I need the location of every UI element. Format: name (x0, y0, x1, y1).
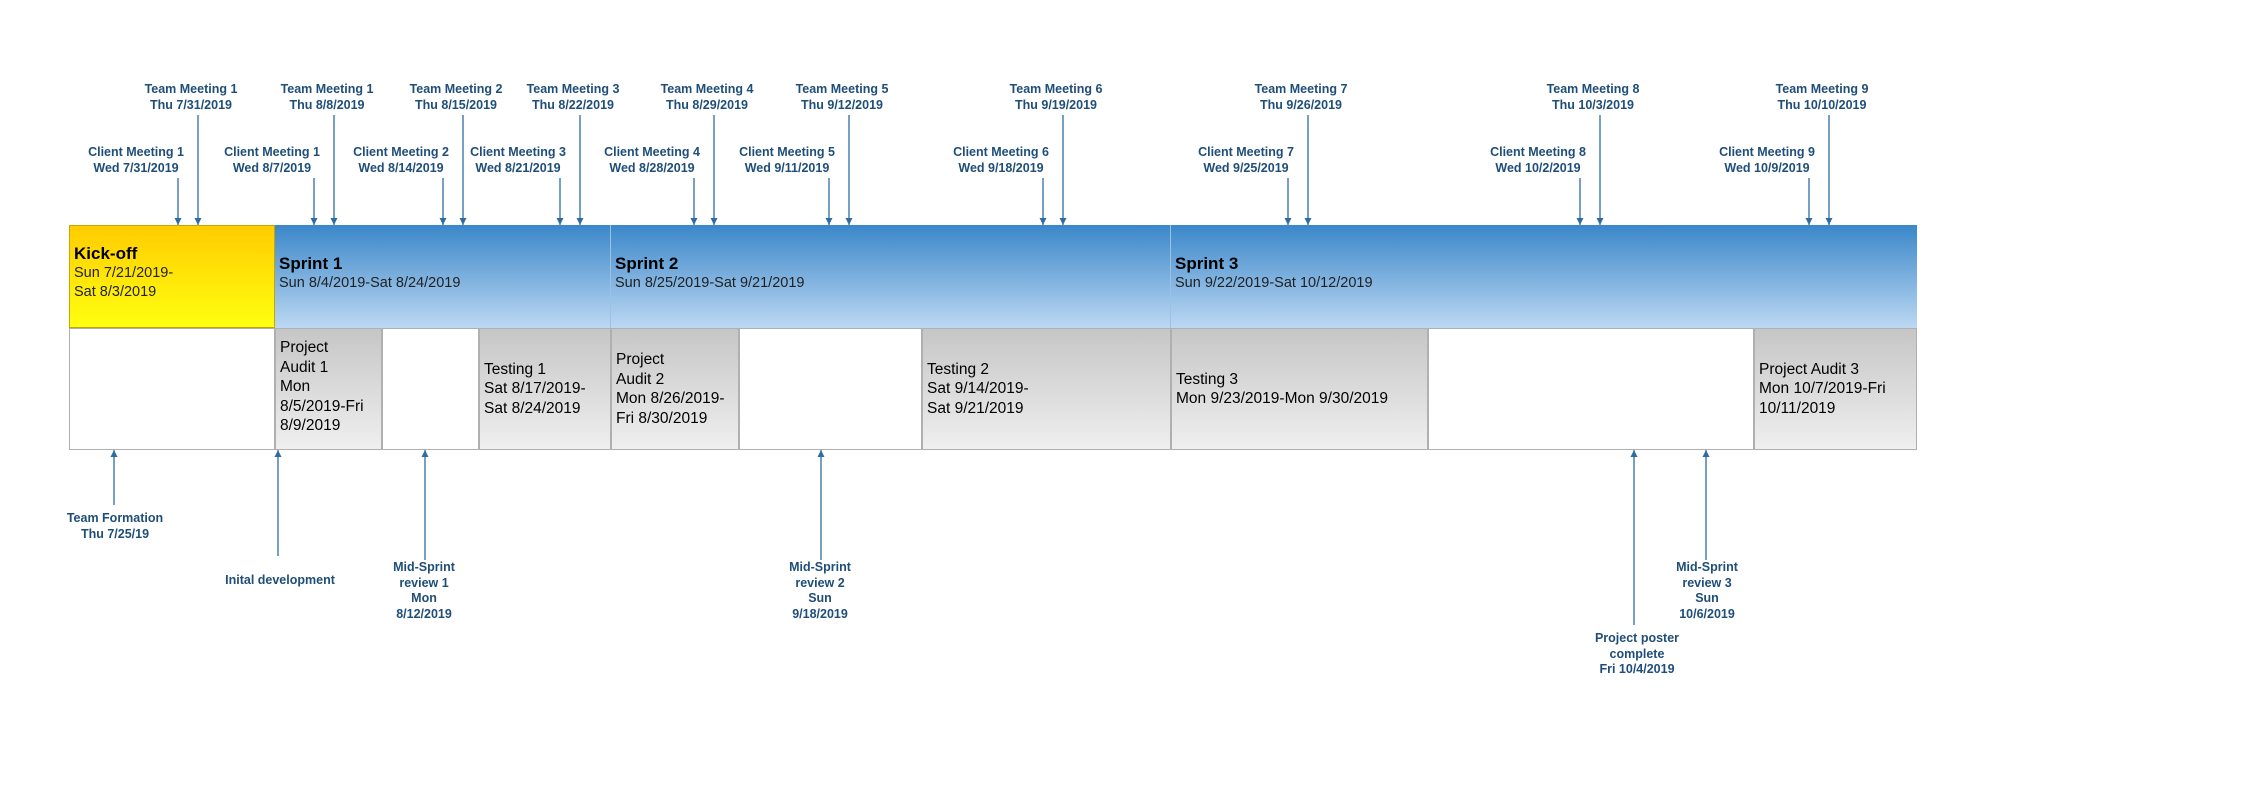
team-meeting-arrow-head (1059, 218, 1067, 225)
task-testing-3-dates: Mon 9/23/2019-Mon 9/30/2019 (1176, 390, 1388, 407)
phase-sprint-3: Sprint 3 Sun 9/22/2019-Sat 10/12/2019 (1171, 225, 1917, 328)
phase-sprint-3-dates: Sun 9/22/2019-Sat 10/12/2019 (1175, 275, 1373, 291)
client-meeting-arrow-head (825, 218, 833, 225)
task-project-audit-3-title: Project Audit 3 (1759, 360, 1859, 378)
phase-sprint-1-dates: Sun 8/4/2019-Sat 8/24/2019 (279, 275, 461, 291)
phase-sprint-2-title: Sprint 2 (615, 254, 679, 273)
team-meeting-arrow-head (330, 218, 338, 225)
task-empty-4 (1428, 328, 1754, 450)
client-meeting-arrow-head (1576, 218, 1584, 225)
milestone-arrow-head (421, 450, 429, 457)
phase-kickoff-dates: Sun 7/21/2019- Sat 8/3/2019 (74, 265, 174, 300)
client-meeting-arrow-head (556, 218, 564, 225)
milestone-arrow-head (274, 450, 282, 457)
team-meeting-arrow-head (459, 218, 467, 225)
task-empty-3 (739, 328, 922, 450)
task-testing-1-title: Testing 1 (484, 360, 547, 378)
client-meeting-arrow-head (174, 218, 182, 225)
client-meeting-arrow-head (1284, 218, 1292, 225)
task-testing-1: Testing 1 Sat 8/17/2019-Sat 8/24/2019 (479, 328, 611, 450)
task-testing-2-dates: Sat 9/14/2019-Sat 9/21/2019 (927, 380, 1029, 417)
milestone-arrow-head (817, 450, 825, 457)
task-empty-1 (69, 328, 275, 450)
team-meeting-arrow-head (845, 218, 853, 225)
task-project-audit-2-dates: Mon 8/26/2019-Fri 8/30/2019 (616, 390, 725, 427)
task-empty-2 (382, 328, 479, 450)
phase-sprint-1: Sprint 1 Sun 8/4/2019-Sat 8/24/2019 (275, 225, 611, 328)
client-meeting-arrow-head (690, 218, 698, 225)
team-meeting-arrow-head (1825, 218, 1833, 225)
phase-sprint-2: Sprint 2 Sun 8/25/2019-Sat 9/21/2019 (611, 225, 1171, 328)
phase-sprint-3-title: Sprint 3 (1175, 254, 1239, 273)
task-testing-1-dates: Sat 8/17/2019-Sat 8/24/2019 (484, 380, 586, 417)
milestone-arrow-head (110, 450, 118, 457)
client-meeting-arrow-head (310, 218, 318, 225)
team-meeting-arrow-head (194, 218, 202, 225)
team-meeting-arrow-head (1304, 218, 1312, 225)
task-testing-2: Testing 2 Sat 9/14/2019-Sat 9/21/2019 (922, 328, 1171, 450)
team-meeting-arrow-head (1596, 218, 1604, 225)
team-meeting-arrow-head (710, 218, 718, 225)
phase-sprint-1-title: Sprint 1 (279, 254, 343, 273)
phase-kickoff: Kick-off Sun 7/21/2019- Sat 8/3/2019 (69, 225, 275, 328)
task-testing-3: Testing 3 Mon 9/23/2019-Mon 9/30/2019 (1171, 328, 1428, 450)
task-testing-2-title: Testing 2 (927, 360, 990, 378)
milestone-arrow-head (1702, 450, 1710, 457)
phase-sprint-2-dates: Sun 8/25/2019-Sat 9/21/2019 (615, 275, 805, 291)
milestone-arrow-head (1630, 450, 1638, 457)
phase-kickoff-title: Kick-off (74, 244, 138, 263)
milestone-initial-development: Inital development (225, 573, 335, 587)
team-meeting-arrow-head (576, 218, 584, 225)
client-meeting-arrow-head (1039, 218, 1047, 225)
client-meeting-arrow-head (439, 218, 447, 225)
task-testing-3-title: Testing 3 (1176, 370, 1239, 388)
client-meeting-arrow-head (1805, 218, 1813, 225)
